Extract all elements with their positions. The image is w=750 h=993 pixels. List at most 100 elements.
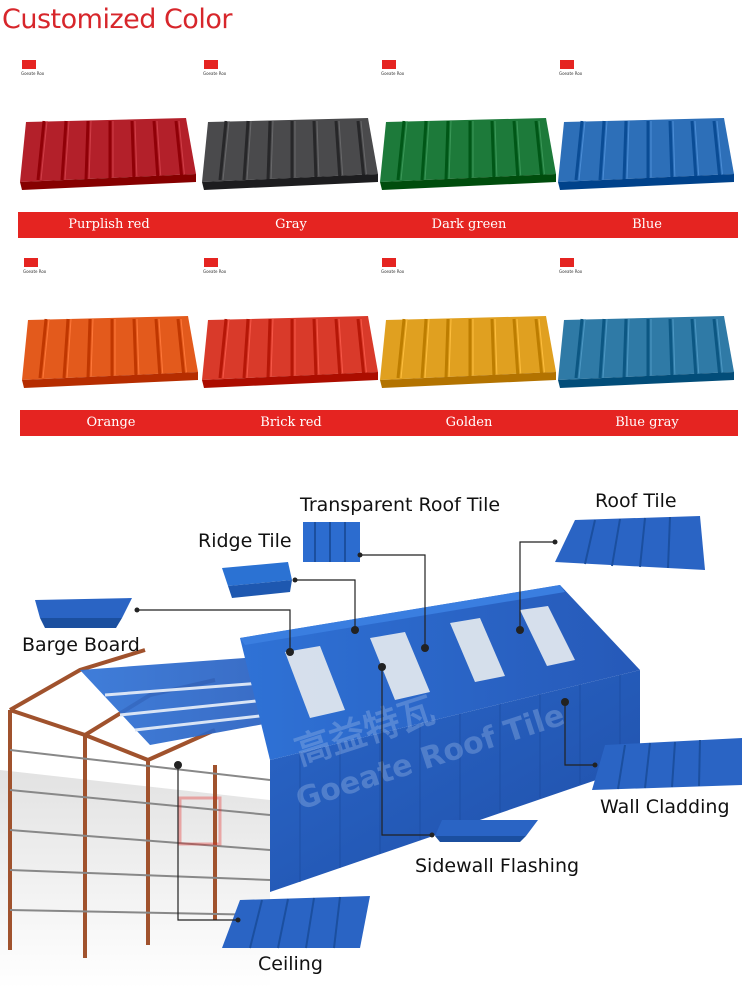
- roof-sheet-sample: [378, 112, 558, 202]
- sheet-highlight: [338, 120, 344, 181]
- roof-sheet-sample: [20, 310, 200, 400]
- color-swatch-brick-red: Goeate Roof Brick red: [200, 258, 382, 458]
- sheet-rib: [512, 120, 520, 181]
- sheet-edge: [22, 372, 198, 388]
- sheet-rib: [690, 120, 698, 181]
- sheet-rib: [490, 318, 496, 379]
- svg-text:Goeate Roof: Goeate Roof: [203, 269, 226, 274]
- sheet-rib: [598, 318, 606, 379]
- sheet-edge: [380, 372, 556, 388]
- sheet-rib: [266, 318, 272, 379]
- color-label: Blue: [556, 212, 738, 238]
- sheet-rib: [444, 318, 450, 379]
- sheet-rib: [490, 120, 496, 181]
- sheet-rib: [420, 318, 428, 379]
- color-label: Blue gray: [556, 410, 738, 436]
- sheet-rib: [712, 318, 722, 379]
- sheet-highlight: [400, 318, 408, 379]
- callout-lines: [137, 541, 595, 921]
- sheet-rib: [242, 120, 250, 181]
- sheet-edge: [202, 372, 378, 388]
- sheet-rib: [242, 318, 250, 379]
- color-swatch-gray: Goeate Roof Gray: [200, 60, 382, 260]
- sheet-edge: [20, 174, 196, 190]
- sheet-highlight: [338, 318, 344, 379]
- color-swatch-golden: Goeate Roof Golden: [378, 258, 560, 458]
- color-label: Brick red: [200, 410, 382, 436]
- sheet-highlight: [222, 120, 230, 181]
- sheet-rib: [396, 318, 406, 379]
- transparent-roof-tile-sample: [303, 522, 360, 562]
- sheet-rib: [420, 120, 428, 181]
- goeate-logo-icon: Goeate Roof: [20, 60, 44, 76]
- sidewall-flashing-sample: [435, 820, 538, 842]
- sheet-highlight: [316, 120, 320, 181]
- color-label: Purplish red: [18, 212, 200, 238]
- goeate-logo-icon: Goeate Roof: [558, 60, 582, 76]
- sheet-highlight: [694, 120, 700, 181]
- goeate-logo-icon: Goeate Roof: [380, 258, 404, 274]
- sheet-highlight: [516, 120, 522, 181]
- roof-sheet-sample: [18, 112, 198, 202]
- sheet-rib: [622, 120, 628, 181]
- sheet-highlight: [246, 120, 252, 181]
- sheet-rib: [36, 120, 46, 181]
- sheet-highlight: [694, 318, 700, 379]
- sheet-highlight: [494, 318, 498, 379]
- sheet-rib: [574, 120, 584, 181]
- sheet-highlight: [626, 318, 630, 379]
- roof-sheet-sample: [200, 112, 380, 202]
- svg-text:Goeate Roof: Goeate Roof: [559, 71, 582, 76]
- wall-cladding-sample: [592, 738, 742, 790]
- sheet-rib: [266, 120, 272, 181]
- sheet-highlight: [178, 120, 186, 181]
- roof-sheet-sample: [378, 310, 558, 400]
- sheet-highlight: [602, 120, 608, 181]
- color-label: Dark green: [378, 212, 560, 238]
- sheet-rib: [176, 318, 186, 379]
- sheet-rib: [218, 318, 228, 379]
- sheet-rib: [534, 318, 544, 379]
- sheet-rib: [396, 120, 406, 181]
- sheet-rib: [712, 120, 722, 181]
- label-roof-tile: Roof Tile: [595, 490, 677, 512]
- sheet-highlight: [578, 120, 586, 181]
- sheet-rib: [598, 120, 606, 181]
- sheet-highlight: [158, 318, 164, 379]
- goeate-logo-icon: Goeate Roof: [202, 258, 226, 274]
- sheet-highlight: [360, 120, 368, 181]
- page-title: Customized Color: [2, 4, 232, 35]
- sheet-rib: [154, 318, 162, 379]
- sheet-edge: [380, 174, 556, 190]
- sheet-rib: [152, 120, 160, 181]
- sheet-rib: [334, 318, 342, 379]
- sheet-highlight: [448, 318, 452, 379]
- color-label: Gray: [200, 212, 382, 238]
- sheet-rib: [668, 120, 674, 181]
- sheet-highlight: [424, 120, 430, 181]
- color-label: Orange: [20, 410, 202, 436]
- sheet-highlight: [578, 318, 586, 379]
- sheet-rib: [690, 318, 698, 379]
- goeate-logo-icon: Goeate Roof: [22, 258, 46, 274]
- sheet-highlight: [716, 318, 724, 379]
- label-transparent-roof-tile: Transparent Roof Tile: [300, 494, 501, 516]
- sheet-highlight: [448, 120, 452, 181]
- purlins: [9, 749, 271, 916]
- sheet-highlight: [156, 120, 162, 181]
- goeate-logo-icon: [178, 796, 222, 846]
- svg-text:Goeate Roof: Goeate Roof: [23, 269, 46, 274]
- sheet-rib: [334, 120, 342, 181]
- building-diagram: 高益特瓦 Goeate Roof Tile: [0, 480, 750, 988]
- goeate-logo-icon: Goeate Roof: [558, 258, 582, 274]
- svg-text:Goeate Roof: Goeate Roof: [381, 269, 404, 274]
- svg-text:Goeate Roof: Goeate Roof: [381, 71, 404, 76]
- color-swatch-blue: Goeate Roof Blue: [556, 60, 738, 260]
- sheet-edge: [558, 372, 734, 388]
- sheet-highlight: [626, 120, 630, 181]
- roof-sheet-sample: [200, 310, 380, 400]
- sheet-highlight: [90, 318, 94, 379]
- sheet-highlight: [270, 120, 274, 181]
- color-swatch-purplish-red: Goeate Roof Purplish red: [18, 60, 200, 260]
- sheet-rib: [84, 120, 90, 181]
